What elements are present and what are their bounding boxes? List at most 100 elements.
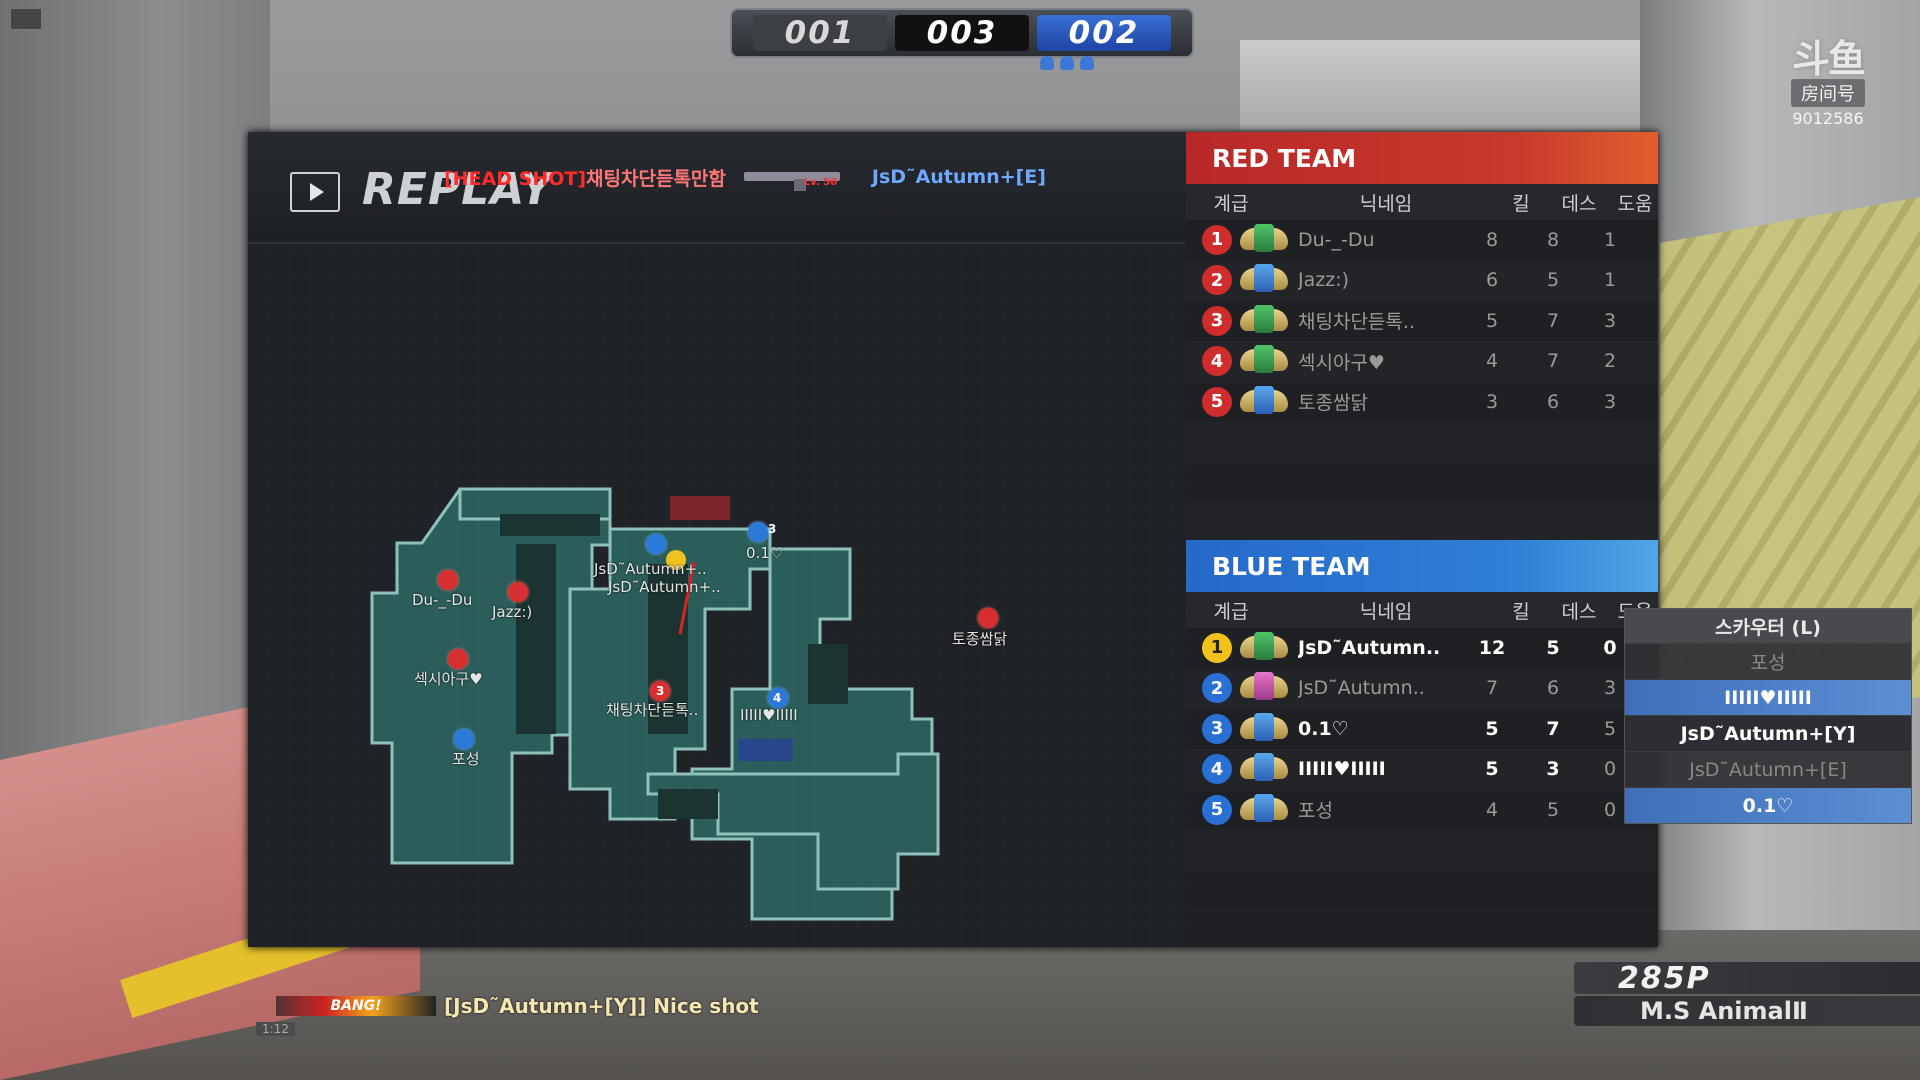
row-position: 3 (1202, 713, 1232, 744)
table-row[interactable]: 1 Du-_-Du 8 8 1 (1186, 220, 1658, 261)
rank-core (1254, 385, 1274, 414)
table-row[interactable]: 2 JsD˜Autumn.. 7 6 3 (1186, 668, 1658, 709)
points-display: 285P (1574, 961, 1920, 996)
map-label-tojong: 토종쌈닭 (952, 630, 1008, 648)
row-nickname: 0.1♡ (1298, 717, 1349, 740)
rank-icon (1240, 630, 1288, 666)
rank-icon (1240, 670, 1288, 706)
row-position: 5 (1202, 794, 1232, 825)
blue-player-marker (768, 688, 788, 708)
row-nickname: JsD˜Autumn.. (1298, 636, 1441, 659)
map-room-center (568, 527, 772, 821)
table-row[interactable]: 5 토종쌈닭 3 6 3 (1186, 382, 1658, 423)
score-blue: 002 (1037, 15, 1171, 51)
map-name: M.S AnimalⅡ (1574, 996, 1920, 1026)
row-deaths: 5 (1546, 636, 1560, 659)
row-nickname: 포성 (1298, 800, 1333, 823)
row-deaths: 7 (1546, 350, 1560, 373)
row-kills: 5 (1485, 758, 1499, 781)
player-icon (1080, 56, 1094, 70)
rank-icon (1240, 222, 1288, 258)
spectator-item-current[interactable]: JsD˜Autumn+[Y] (1625, 715, 1911, 751)
empty-row (1186, 463, 1658, 504)
row-deaths: 8 (1546, 228, 1560, 251)
replay-header: REPLAY [HEAD SHOT]채팅차단듣톡만함 Lv. 50 JsD˜Au… (248, 132, 1186, 244)
rank-icon (1240, 384, 1288, 420)
victim-name: JsD˜Autumn+[E] (871, 166, 1046, 188)
map-inner-room (648, 564, 688, 734)
rifle-grip (793, 179, 806, 191)
table-row[interactable]: 4 섹시아구♥ 4 7 2 (1186, 341, 1658, 382)
row-kills: 5 (1485, 717, 1499, 740)
row-position: 2 (1202, 265, 1232, 296)
map-label-chat-block: 채팅차단듣톡.. (606, 701, 699, 719)
map-red-spawn (670, 496, 730, 520)
spectator-item[interactable]: 포성 (1625, 643, 1911, 679)
selected-player-marker (666, 550, 686, 570)
room-logo: 斗鱼 (1791, 37, 1866, 81)
row-assists: 3 (1603, 390, 1617, 413)
spectator-item[interactable]: JsD˜Autumn+[E] (1625, 751, 1911, 787)
row-position: 4 (1202, 346, 1232, 377)
marker-number: 3 (656, 684, 665, 698)
map-label-autumn1: JsD˜Autumn+.. (594, 560, 707, 578)
score-red: 001 (753, 15, 887, 51)
empty-row (1186, 871, 1658, 912)
row-deaths: 7 (1546, 717, 1560, 740)
rifle-icon: Lv. 50 (743, 165, 854, 191)
row-kills: 5 (1485, 309, 1499, 332)
room-label: 房间号 (1791, 79, 1865, 107)
replay-title: REPLAY (362, 164, 554, 215)
table-row[interactable]: 3 0.1♡ 5 7 5 (1186, 709, 1658, 750)
col-death: 데스 (1561, 192, 1597, 215)
map-inner-room (658, 789, 718, 819)
row-position: 1 (1202, 632, 1232, 663)
row-assists: 0 (1603, 636, 1617, 659)
map-label-bars: IIIII♥IIIII (740, 706, 798, 724)
rank-icon (1240, 751, 1288, 787)
table-row[interactable]: 2 Jazz:) 6 5 1 (1186, 260, 1658, 301)
row-assists: 3 (1603, 309, 1617, 332)
play-button[interactable] (290, 172, 340, 212)
spectator-list: 스카우터 (L) 포성 IIIII♥IIIII JsD˜Autumn+[Y] J… (1624, 608, 1912, 824)
rank-icon (1240, 303, 1288, 339)
row-kills: 12 (1478, 636, 1506, 659)
row-nickname: Jazz:) (1298, 269, 1350, 292)
spectator-item-selected[interactable]: IIIII♥IIIII (1625, 679, 1911, 715)
table-row[interactable]: 3 채팅차단듣톡.. 5 7 3 (1186, 301, 1658, 342)
blue-lives (1040, 56, 1094, 70)
map-label-posung: 포성 (452, 750, 480, 768)
rank-icon (1240, 792, 1288, 828)
table-row[interactable]: 1 JsD˜Autumn.. 12 5 0 (1186, 628, 1658, 669)
rank-core (1254, 672, 1274, 701)
red-player-marker (650, 681, 670, 701)
chat-message: [JsD˜Autumn+[Y]] Nice shot (444, 994, 759, 1018)
rank-icon (1240, 262, 1288, 298)
score-round: 003 (895, 15, 1029, 51)
row-deaths: 7 (1546, 309, 1560, 332)
kill-feed: [HEAD SHOT]채팅차단듣톡만함 Lv. 50 JsD˜Autumn+[E… (444, 162, 1046, 192)
row-deaths: 6 (1546, 677, 1560, 700)
row-assists: 1 (1603, 228, 1617, 251)
red-team-rows: 1 Du-_-Du 8 8 1 2 Jazz:) 6 5 1 3 채팅차단듣톡.… (1186, 220, 1658, 544)
player-icon (1040, 56, 1054, 70)
table-row[interactable]: 4 IIIII♥IIIII 5 3 0 (1186, 749, 1658, 790)
row-position: 5 (1202, 386, 1232, 417)
map-inner-room (516, 544, 556, 734)
empty-row (1186, 503, 1658, 544)
row-deaths: 6 (1546, 390, 1560, 413)
empty-row (1186, 830, 1658, 871)
headshot-label: [HEAD SHOT] (444, 167, 587, 190)
row-assists: 0 (1603, 758, 1617, 781)
col-assist: 도움 (1617, 192, 1653, 215)
row-assists: 1 (1603, 269, 1617, 292)
window-corner-icon (10, 8, 42, 30)
row-position: 1 (1202, 224, 1232, 255)
row-deaths: 5 (1546, 798, 1560, 821)
red-player-marker (448, 649, 468, 669)
spectator-item[interactable]: 0.1♡ (1625, 787, 1911, 823)
chat-tag: 1:12 (256, 1022, 295, 1036)
play-icon (310, 183, 324, 201)
table-row[interactable]: 5 포성 4 5 0 (1186, 790, 1658, 831)
row-nickname: 채팅차단듣톡.. (1298, 311, 1415, 334)
